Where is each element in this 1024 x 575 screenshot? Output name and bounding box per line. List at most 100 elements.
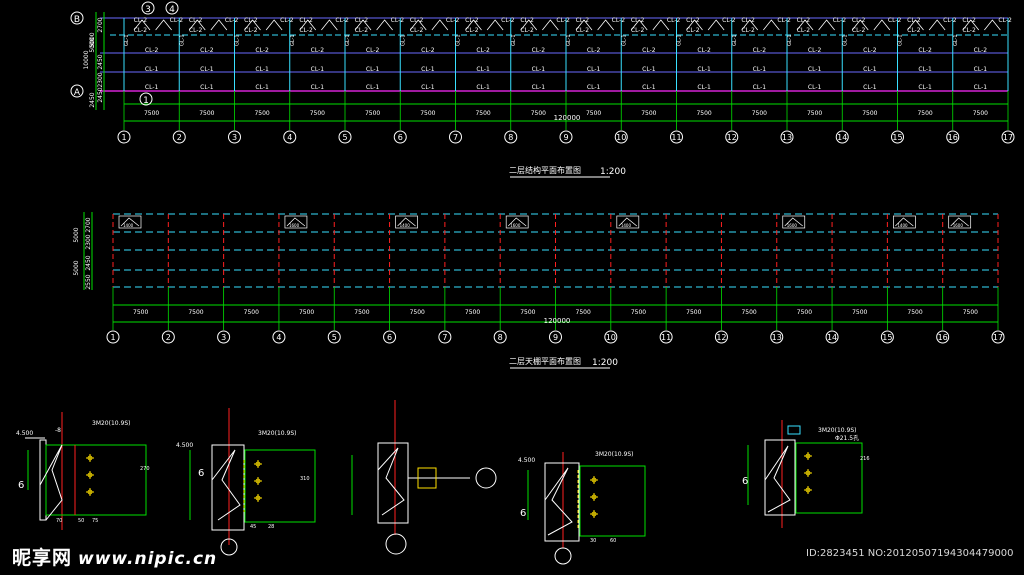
- stair-mark: [188, 19, 206, 31]
- beam-label: CL-2: [299, 27, 313, 34]
- beam-label: CL-2: [962, 17, 976, 24]
- beam-label: CL-2: [311, 47, 325, 54]
- stair-box: [948, 215, 972, 229]
- beam-label: CL-2: [907, 27, 921, 34]
- bay-dim: 7500: [531, 110, 546, 117]
- bay-dim: 7500: [188, 309, 203, 316]
- axis-bubble-16: [946, 130, 960, 144]
- beam-label: CL-1: [145, 66, 159, 73]
- beam-label: CL-2: [335, 17, 349, 24]
- beam-label: CL-2: [134, 17, 148, 24]
- stair-mark: [210, 19, 228, 31]
- beam-label: CL-2: [943, 17, 957, 24]
- stair-mark: [155, 19, 172, 31]
- detail-dim: 70: [56, 518, 62, 524]
- bay-dim: 7500: [520, 309, 535, 316]
- beam-label: CL-1: [366, 66, 380, 73]
- left-dim: 2300: [97, 72, 104, 87]
- beam-label: CL-2: [200, 47, 214, 54]
- beam-label: CL-1: [421, 84, 435, 91]
- bay-dim: 7500: [963, 309, 978, 316]
- beam-label: CL-2: [280, 17, 294, 24]
- axis-label-15: 15: [882, 333, 892, 342]
- bay-dim: 7500: [641, 110, 656, 117]
- stair-mark: [120, 217, 140, 227]
- beam-label: CL-2: [225, 17, 239, 24]
- stair-mark: [244, 19, 261, 31]
- column-label: GL-1: [898, 34, 904, 46]
- beam-label: CL-2: [244, 27, 258, 34]
- bottom-overall-dim: 120000: [544, 317, 571, 325]
- beam-label: CL-1: [753, 84, 767, 91]
- axis-bubble-2: [161, 330, 175, 344]
- axis-bubble-16: [936, 330, 950, 344]
- beam-label: CL-2: [255, 47, 269, 54]
- beam-label: CL-1: [808, 66, 822, 73]
- axis-bubble-1: [117, 130, 131, 144]
- left-dim: 2450: [89, 92, 96, 107]
- stair-label: 1400: [621, 223, 632, 228]
- detail-dim: 310: [300, 476, 310, 482]
- axis-label-10: 10: [606, 333, 616, 342]
- beam-label: CL-1: [366, 84, 380, 91]
- axis-label-7: 7: [453, 133, 458, 142]
- stair-label: 1600: [953, 223, 964, 228]
- column-label: GL-1: [842, 34, 848, 46]
- stair-mark: [962, 19, 980, 31]
- stair-mark: [652, 19, 670, 31]
- beam-label: CL-2: [833, 17, 847, 24]
- left-dim: 2550: [85, 274, 92, 289]
- beam-label: CL-1: [476, 84, 490, 91]
- callout-4: 4: [169, 5, 175, 15]
- detail-2: 4.500 3M20(10.9S) 6: [176, 408, 316, 556]
- row-bubble-a: [70, 84, 84, 98]
- stair-mark: [321, 19, 338, 31]
- beam-label: CL-1: [200, 84, 214, 91]
- watermark-url: www.nipic.cn: [78, 549, 218, 569]
- beam-label: CL-1: [918, 84, 932, 91]
- bolt-hole: [255, 461, 261, 467]
- detail-4-elevation: 4.500: [518, 457, 535, 464]
- beam-label: CL-2: [446, 17, 460, 24]
- row-bubble-b: [70, 11, 84, 25]
- bottom-plan-title: 二层天棚平面布置图: [509, 356, 581, 366]
- top-plan-grid: [100, 17, 1009, 130]
- beam-label: CL-2: [888, 17, 902, 24]
- beam-label: CL-2: [465, 27, 479, 34]
- axis-label-4: 4: [287, 133, 292, 142]
- beam-label: CL-2: [189, 27, 203, 34]
- axis-bubble-15: [880, 330, 894, 344]
- callout-bubble-4: [165, 1, 179, 15]
- beam-label: CL-2: [753, 47, 767, 54]
- axis-label-9: 9: [563, 133, 568, 142]
- stair-mark: [784, 217, 803, 227]
- stair-mark: [486, 19, 504, 31]
- bay-dim: 7500: [907, 309, 922, 316]
- axis-bubble-10: [614, 130, 628, 144]
- column-label: GL-1: [345, 34, 351, 46]
- detail-2-elevation: 4.500: [176, 442, 193, 449]
- stair-box: [118, 215, 142, 229]
- beam-label: CL-2: [520, 17, 534, 24]
- stair-mark: [741, 19, 759, 31]
- detail-2-bolt-label: 3M20(10.9S): [258, 430, 296, 437]
- axis-bubble-17: [991, 330, 1005, 344]
- beam-label: CL-2: [741, 17, 755, 24]
- bottom-plan-scale: 1:200: [592, 358, 618, 368]
- beam-label: CL-2: [391, 17, 405, 24]
- beam-label: CL-2: [299, 17, 313, 24]
- detail-1-plate: -8: [55, 427, 61, 434]
- column-label: GL-1: [179, 34, 185, 46]
- detail-1-bolt-label: 3M20(10.9S): [92, 420, 130, 427]
- beam-label: CL-1: [863, 66, 877, 73]
- beam-label: CL-1: [974, 66, 988, 73]
- bolt-hole: [591, 511, 597, 517]
- bay-dim: 7500: [631, 309, 646, 316]
- stair-mark: [520, 19, 538, 31]
- beam-label: CL-2: [642, 47, 656, 54]
- beam-label: CL-2: [244, 17, 258, 24]
